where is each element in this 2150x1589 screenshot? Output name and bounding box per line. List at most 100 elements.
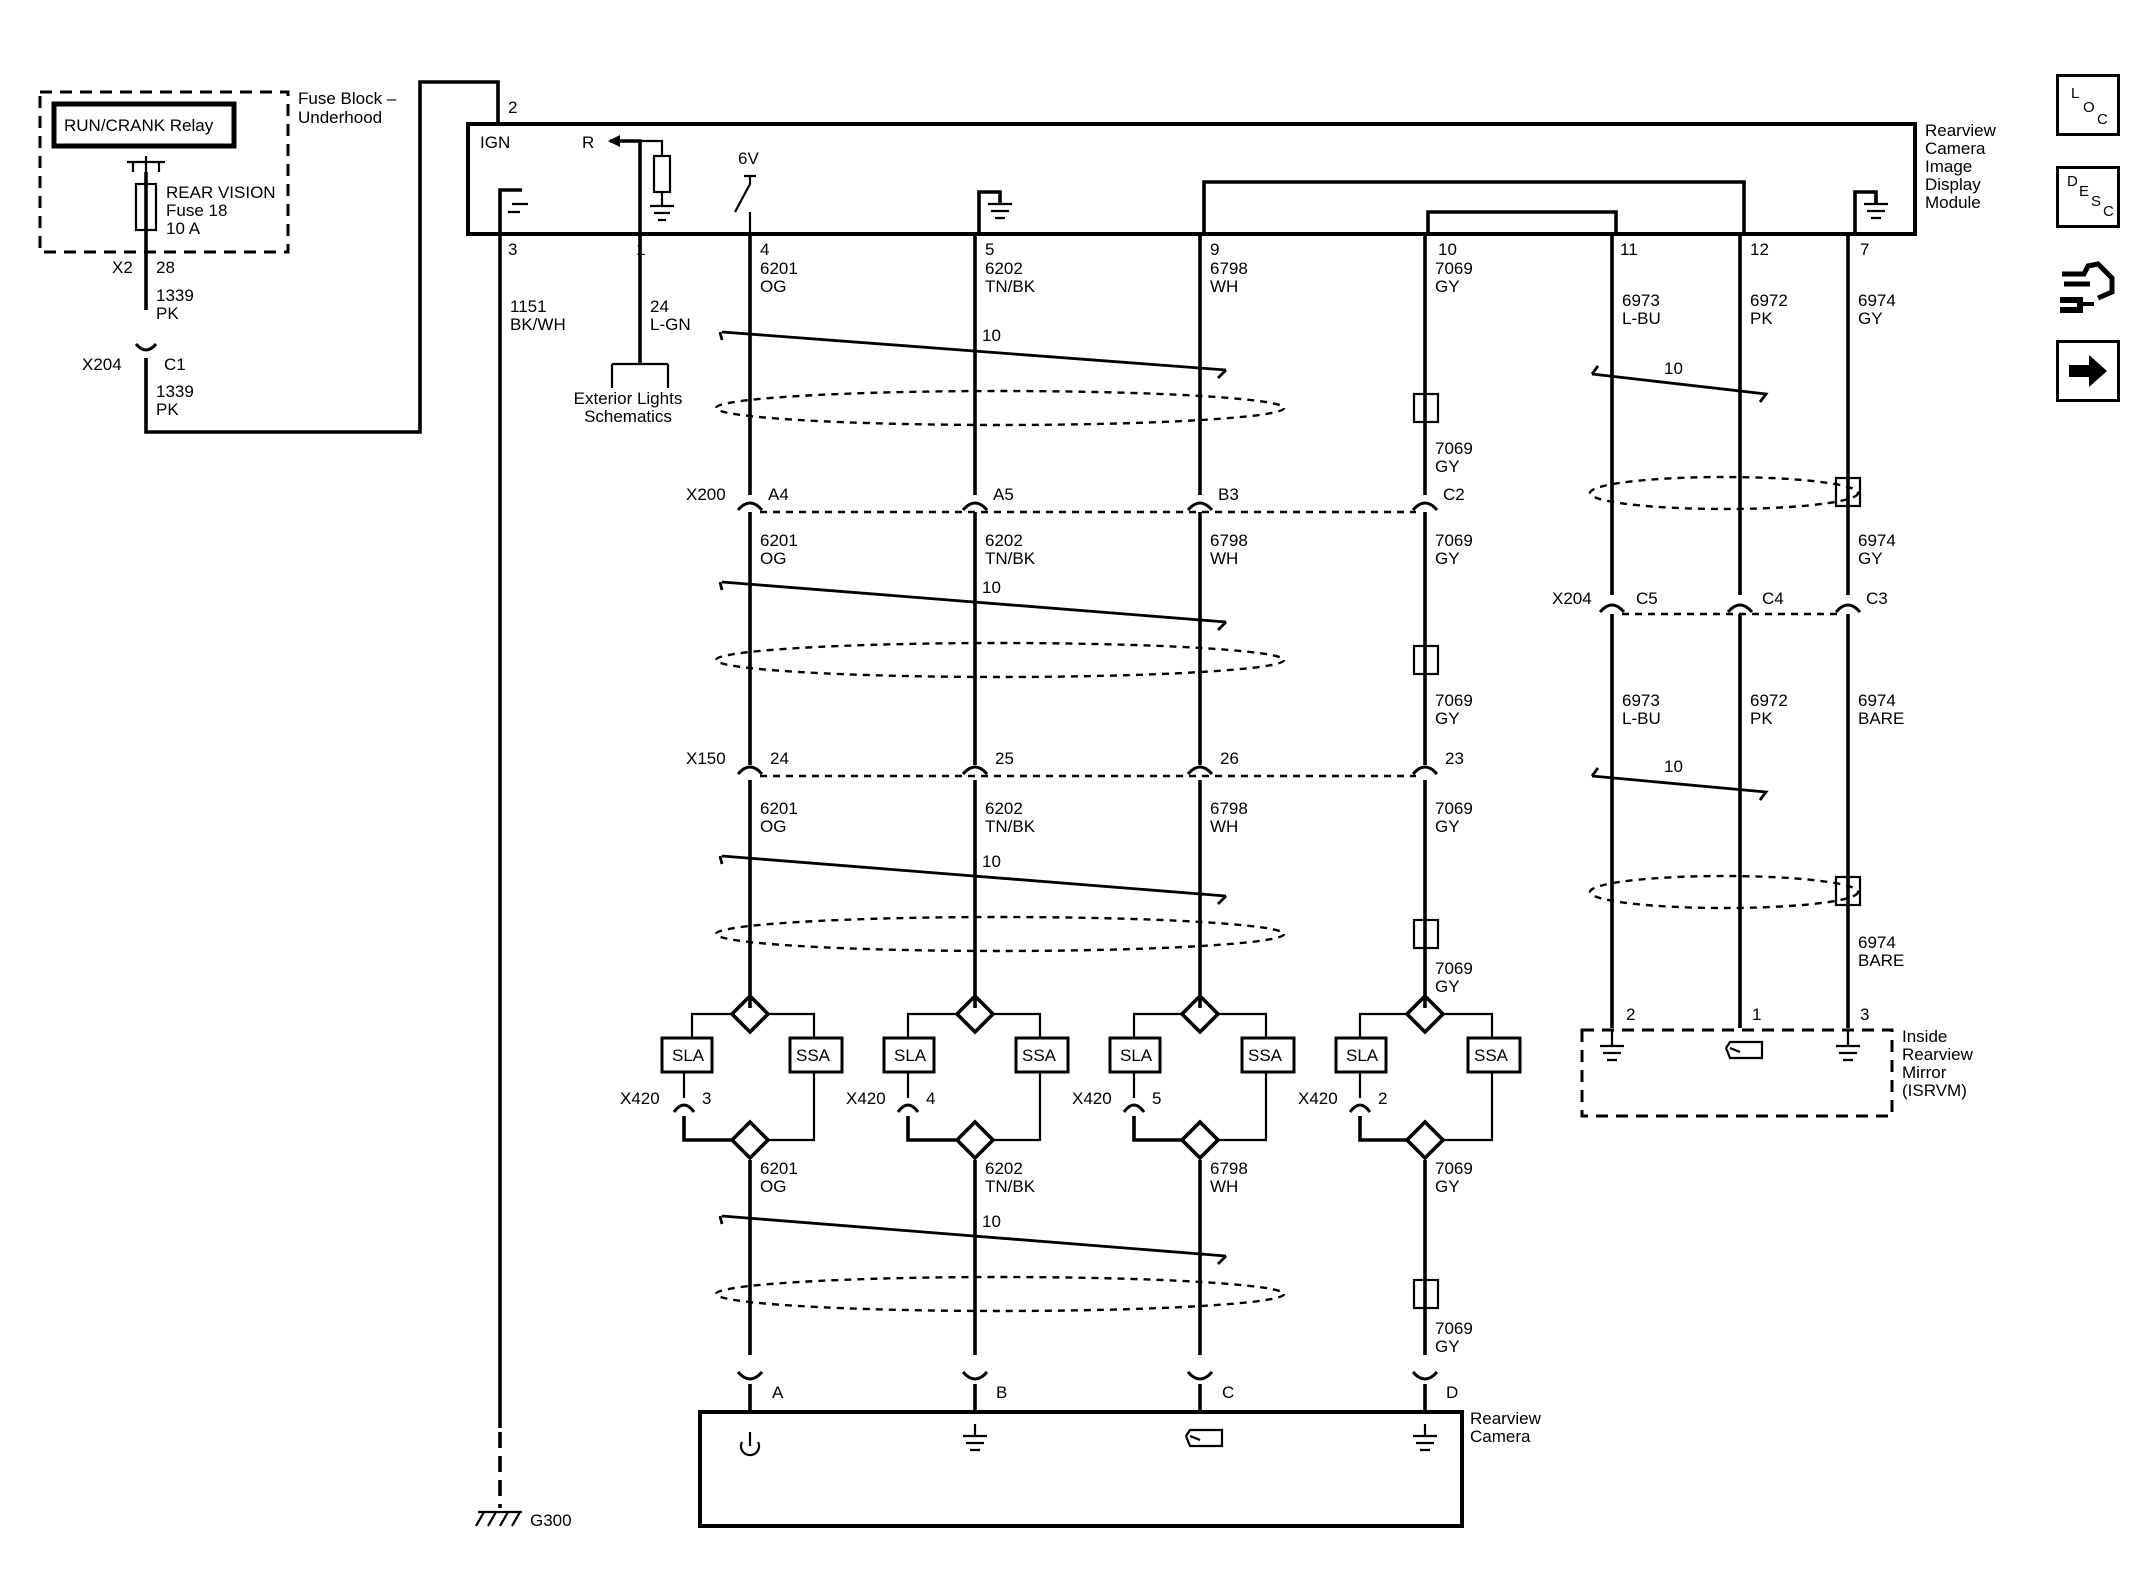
sla-1: SLA — [672, 1046, 705, 1065]
shield-r2 — [1588, 874, 1860, 910]
internal-chassis-ground-icon — [508, 202, 528, 214]
desc-letter-d: D — [2067, 173, 2078, 190]
lbl-tnbk-4: TN/BK — [985, 1177, 1036, 1196]
lbl-wh-2: WH — [1210, 549, 1238, 568]
lbl-og-2: OG — [760, 549, 786, 568]
lbl-6798-1: 6798 — [1210, 259, 1248, 278]
splice-pack-7069 — [1334, 993, 1522, 1161]
lbl-7069-2b: 7069 — [1435, 691, 1473, 710]
lbl-og-1: OG — [760, 277, 786, 296]
shield-4 — [714, 1275, 1286, 1313]
exterior-lights-label-2: Schematics — [584, 407, 672, 426]
sla-2: SLA — [894, 1046, 927, 1065]
next-page-button[interactable] — [2056, 340, 2120, 402]
lbl-pk-2: PK — [1750, 709, 1773, 728]
x420-label-4: X420 — [1298, 1089, 1338, 1108]
lbl-6972-2: 6972 — [1750, 691, 1788, 710]
lbl-7069-4b: 7069 — [1435, 1319, 1473, 1338]
connector-service-icon[interactable] — [2054, 244, 2126, 322]
x200-pin-a4: A4 — [768, 485, 789, 504]
lbl-6202-1: 6202 — [985, 259, 1023, 278]
pin7-ground-link — [1853, 190, 1878, 234]
lbl-gy-4: GY — [1435, 1177, 1460, 1196]
ssa-1: SSA — [796, 1046, 831, 1065]
x150-pins — [736, 765, 1439, 776]
lbl-gy-2b: GY — [1435, 709, 1460, 728]
mirror-pin-1: 1 — [1752, 1005, 1761, 1024]
lbl-6202-2: 6202 — [985, 531, 1023, 550]
twist-marker-1 — [718, 330, 1227, 379]
x150-pin-25: 25 — [995, 749, 1014, 768]
fuse-block-outline — [38, 90, 290, 254]
splice-pack-6202 — [882, 993, 1070, 1161]
run-crank-relay-box — [51, 101, 237, 149]
lbl-gy-3b: GY — [1435, 977, 1460, 996]
lbl-6798-4: 6798 — [1210, 1159, 1248, 1178]
splice-pack-6798 — [1108, 993, 1296, 1161]
lbl-6798-3: 6798 — [1210, 799, 1248, 818]
g300-ground-icon — [475, 1510, 522, 1527]
lbl-tnbk-1: TN/BK — [985, 277, 1036, 296]
g300-label: G300 — [530, 1511, 572, 1530]
lbl-lbu-1: L-BU — [1622, 309, 1661, 328]
power-icon — [739, 1432, 761, 1457]
module-pin-12: 12 — [1750, 240, 1769, 259]
wire-1339-label-b: 1339 — [156, 382, 194, 401]
x200-pin-a5: A5 — [993, 485, 1014, 504]
module-pin-3: 3 — [508, 240, 517, 259]
lbl-wh-1: WH — [1210, 277, 1238, 296]
wire-lgn-label: L-GN — [650, 315, 691, 334]
resistor-lead — [640, 139, 664, 156]
mirror-pin-2: 2 — [1626, 1005, 1635, 1024]
lbl-7069-1: 7069 — [1435, 259, 1473, 278]
conn-x204-label: X204 — [82, 355, 122, 374]
x204r-pin-c5: C5 — [1636, 589, 1658, 608]
module-pin-4: 4 — [760, 240, 769, 259]
x204r-pins — [1598, 603, 1862, 614]
fuse-label-2: Fuse 18 — [166, 201, 227, 220]
lbl-7069-3: 7069 — [1435, 799, 1473, 818]
lbl-gy-2: GY — [1435, 549, 1460, 568]
x150-label: X150 — [686, 749, 726, 768]
module-title-4: Display — [1925, 175, 1981, 194]
internal-ground-link — [498, 188, 522, 234]
lbl-6972-1: 6972 — [1750, 291, 1788, 310]
mirror-title-4: (ISRVM) — [1902, 1081, 1967, 1100]
x420-pin-2: 2 — [1378, 1089, 1387, 1108]
lbl-gy-4b: GY — [1435, 1337, 1460, 1356]
6v-label: 6V — [738, 149, 759, 168]
wire-bkwh-label: BK/WH — [510, 315, 566, 334]
module-pin-7: 7 — [1860, 240, 1869, 259]
lbl-6973-2: 6973 — [1622, 691, 1660, 710]
x200-pin-b3: B3 — [1218, 485, 1239, 504]
twist-marker-2 — [718, 580, 1227, 631]
lbl-6798-2: 6798 — [1210, 531, 1248, 550]
camera-title-1: Rearview — [1470, 1409, 1542, 1428]
connector-x204-c1 — [134, 342, 158, 352]
desc-button[interactable]: D E S C — [2056, 166, 2120, 228]
shield-1 — [714, 389, 1286, 427]
loc-letter-o: O — [2083, 99, 2095, 116]
cam-pin-c: C — [1222, 1383, 1234, 1402]
ssa-3: SSA — [1248, 1046, 1283, 1065]
pin5-ground-icon — [988, 202, 1012, 220]
exterior-lights-reference-icon — [610, 362, 670, 388]
internal-link-10-11 — [1426, 210, 1618, 234]
mirror-pin-3: 3 — [1860, 1005, 1869, 1024]
mirror-title-2: Rearview — [1902, 1045, 1974, 1064]
sla-4: SLA — [1346, 1046, 1379, 1065]
ssa-2: SSA — [1022, 1046, 1057, 1065]
x200-pin-c2: C2 — [1443, 485, 1465, 504]
internal-link-9-12 — [1202, 180, 1746, 234]
loc-letter-l: L — [2071, 85, 2080, 102]
loc-button[interactable]: L O C — [2056, 74, 2120, 136]
lbl-gy-3: GY — [1435, 817, 1460, 836]
wire-24-label: 24 — [650, 297, 669, 316]
run-crank-relay-label: RUN/CRANK Relay — [64, 116, 214, 135]
shield-drain-3 — [1412, 918, 1440, 950]
sla-3: SLA — [1120, 1046, 1153, 1065]
camera-ground-icon-b — [963, 1424, 987, 1452]
conn-x2-label: X2 — [112, 258, 133, 277]
shield-drain-2 — [1412, 644, 1440, 676]
